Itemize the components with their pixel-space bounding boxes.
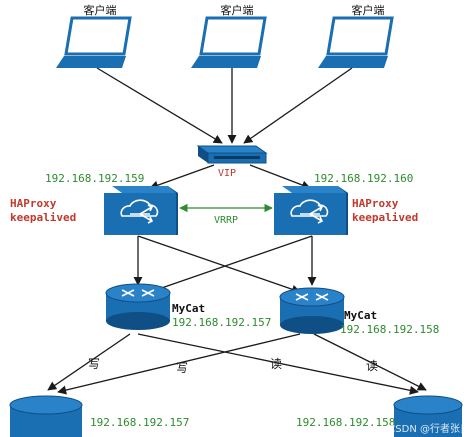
mycat-node-left: MyCat 192.168.192.157 <box>105 283 271 330</box>
mycat-name: MyCat <box>344 309 377 322</box>
switch-to-haproxy-right <box>249 164 311 190</box>
edge-label-read: 读 <box>270 357 282 371</box>
client-label: 客户端 <box>84 3 117 17</box>
client1-to-switch <box>96 67 223 144</box>
haproxy-node-left: 192.168.192.159 HAProxy keepalived <box>10 172 178 235</box>
haproxy-keepalived: keepalived <box>10 211 76 224</box>
mycat-name: MyCat <box>172 302 205 315</box>
haproxy-node-right: 192.168.192.160 HAProxy keepalived <box>274 172 418 235</box>
edge-label-write: 写 <box>88 357 100 371</box>
client-laptop-3: 客户端 <box>318 3 394 68</box>
mycat-ip: 192.168.192.157 <box>172 316 271 329</box>
mycat-node-right: MyCat 192.168.192.158 <box>279 287 439 336</box>
mycat-ip: 192.168.192.158 <box>340 323 439 336</box>
haproxy-right-to-mycat-left <box>149 235 313 294</box>
client3-to-switch <box>243 67 353 144</box>
vip-label: VIP <box>218 168 236 179</box>
edge-label-write: 写 <box>176 361 188 375</box>
connectors <box>47 67 427 395</box>
router-icon <box>120 199 159 224</box>
database-ip: 192.168.192.157 <box>90 416 189 429</box>
haproxy-ip: 192.168.192.160 <box>314 172 413 185</box>
haproxy-ip: 192.168.192.159 <box>45 172 144 185</box>
mycat-left-to-db-left <box>47 333 131 391</box>
client-label: 客户端 <box>221 3 254 17</box>
haproxy-name: HAProxy <box>10 197 57 210</box>
client-label: 客户端 <box>352 3 385 17</box>
watermark: CSDN @行者张良 <box>388 422 470 435</box>
vrrp-label: VRRP <box>214 215 238 226</box>
client-laptop-1: 客户端 <box>56 3 132 68</box>
haproxy-name: HAProxy <box>352 197 399 210</box>
database-ip: 192.168.192.158 <box>296 416 395 429</box>
database-right: 192.168.192.158 <box>296 395 463 437</box>
router-icon <box>290 199 329 224</box>
haproxy-left-to-mycat-right <box>137 235 301 294</box>
vrrp-link: VRRP <box>179 203 273 226</box>
router-arrows-icon <box>121 289 155 297</box>
client-laptop-2: 客户端 <box>191 3 267 68</box>
mycat-left-to-db-right <box>137 333 419 395</box>
database-left: 192.168.192.157 <box>9 395 189 437</box>
switch-to-haproxy-left <box>149 164 215 190</box>
mycat-right-to-db-left <box>57 333 301 395</box>
vip-switch: VIP <box>196 145 268 179</box>
haproxy-keepalived: keepalived <box>352 211 418 224</box>
router-arrows-icon <box>295 293 329 301</box>
mycat-right-to-db-right <box>313 333 427 391</box>
edge-label-read: 读 <box>366 359 378 373</box>
